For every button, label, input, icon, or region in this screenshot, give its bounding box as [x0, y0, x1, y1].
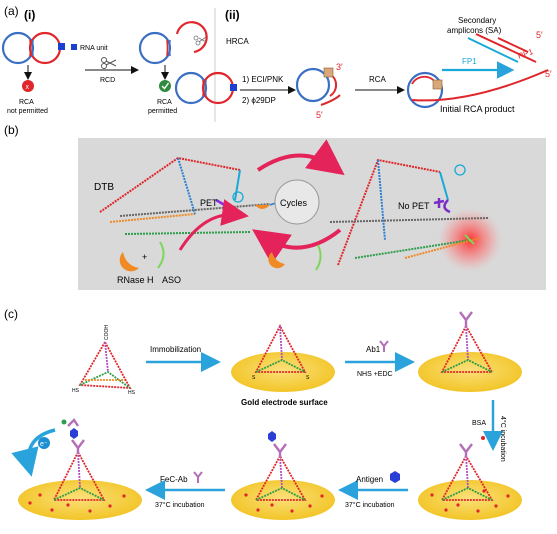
ab1-antibody-icon — [379, 340, 389, 352]
no-pet-label: No PET — [398, 201, 430, 211]
incubation-label-2: 37°C incubation — [155, 501, 205, 509]
rna-unit-marker — [58, 43, 65, 50]
polymerase-icon — [323, 67, 334, 78]
rca-label: RCA — [369, 75, 387, 84]
rna-unit-legend-icon — [71, 44, 77, 50]
ab1-antibody — [459, 311, 473, 328]
pet-label: PET — [200, 198, 218, 208]
panel-c: (c) COOH HS HS Immobilization S S Gold e… — [4, 307, 522, 520]
tetrahedron-with-ab1 — [440, 311, 494, 373]
hrca-template — [174, 71, 237, 105]
plus-label: + — [142, 252, 147, 262]
antigen-icon — [390, 471, 400, 483]
rnase-bound — [255, 205, 270, 209]
s-label-1b: S — [306, 375, 310, 381]
tetrahedron-sandwich — [28, 418, 126, 513]
sa-strand-blue — [467, 37, 519, 63]
aso-strand — [157, 241, 165, 269]
rnase-label: RNase H — [117, 275, 154, 285]
rca-ok-line2: permitted — [148, 108, 177, 115]
bsa-label: BSA — [472, 420, 486, 427]
panel-b: (b) DTB PET + RNase H ASO C — [4, 123, 546, 290]
five-prime-label: 5′ — [316, 110, 323, 120]
cycles-circle — [274, 179, 320, 225]
panel-a-ii-label: (ii) — [225, 8, 240, 22]
initial-product-label: Initial RCA product — [440, 104, 515, 114]
cooh-label: COOH — [104, 325, 110, 340]
fp1-label: FP1 — [462, 57, 477, 66]
three-prime-label: 3′ — [336, 62, 343, 72]
ferrocene-plus-icon — [433, 198, 445, 208]
step2-label: 2) ϕ29DP — [242, 96, 276, 105]
cycle-arrow-bottom — [252, 228, 342, 265]
electron-icon — [38, 437, 50, 449]
initial-product-strand — [411, 69, 549, 102]
s-label-1a: S — [252, 375, 256, 381]
rnase-h-icon — [119, 252, 139, 272]
hs-label-left: HS — [72, 388, 80, 394]
rca-blocked-line2: not permitted — [7, 108, 48, 115]
e-minus-label: e⁻ — [40, 441, 48, 448]
permitted-icon — [159, 80, 171, 92]
secondary-label-2: amplicons (SA) — [447, 26, 502, 35]
sa-five-prime: 5′ — [536, 30, 543, 40]
incubation-label-1: 37°C incubation — [345, 501, 395, 509]
panel-c-label: (c) — [4, 307, 18, 321]
hrca-label: HRCA — [226, 37, 249, 46]
tetrahedron-free — [78, 340, 132, 389]
cycles-label: Cycles — [280, 198, 308, 208]
sa-strand-red — [475, 33, 537, 63]
ferrocene-label — [61, 419, 67, 425]
blocked-icon — [22, 80, 34, 92]
rp1-primer — [497, 37, 529, 53]
tetrahedron-blocked — [430, 443, 510, 513]
secondary-label-1: Secondary — [458, 16, 496, 25]
fec-antibody — [67, 418, 79, 427]
antigen-label: Antigen — [356, 475, 383, 484]
circular-template-cleaved — [138, 21, 208, 65]
tetrahedron-antigen — [244, 431, 324, 513]
ab1-label: Ab1 — [366, 345, 381, 354]
fp-five-prime: 5′ — [545, 69, 552, 79]
bsa-dot — [481, 436, 485, 440]
circular-template-left — [1, 31, 65, 65]
nhs-edc-label: NHS +EDC — [357, 371, 393, 378]
probe-end — [464, 234, 475, 245]
hs-label-right: HS — [128, 390, 136, 396]
gold-electrode-4 — [231, 480, 335, 520]
fec-ab-icon — [193, 471, 203, 483]
panel-a-label: (a) — [4, 4, 19, 18]
scissors-icon — [101, 57, 117, 69]
rna-unit-label: RNA unit — [80, 45, 108, 52]
tetrahedron-immobilized — [254, 324, 307, 373]
dtb-label: DTB — [94, 182, 114, 193]
electron-transfer-arrow — [11, 428, 56, 477]
rcd-label: RCD — [100, 77, 115, 84]
dna-tetrahedron-right — [329, 158, 489, 266]
gold-surface-label: Gold electrode surface — [241, 398, 328, 407]
aso-label: ASO — [162, 275, 181, 285]
released-products — [268, 244, 322, 271]
primed-template — [295, 67, 341, 106]
rca-blocked-line1: RCA — [19, 99, 34, 106]
panel-b-label: (b) — [4, 123, 19, 137]
step1-label: 1) ECI/PNK — [242, 75, 284, 84]
scissors-icon-small — [193, 35, 207, 46]
four-c-label: 4°C incubation — [499, 416, 507, 462]
panel-a: (a) (i) RNA unit x RCA not permitted RCD — [1, 4, 552, 122]
cycle-arrow-top — [256, 139, 345, 176]
panel-a-i-label: (i) — [24, 8, 35, 22]
svg-text:x: x — [26, 84, 30, 91]
rca-product — [406, 33, 549, 109]
arrow-aso-binding — [178, 199, 249, 251]
rca-ok-line1: RCA — [157, 99, 172, 106]
immobilization-label: Immobilization — [150, 345, 201, 354]
fec-ab-label: FeC-Ab — [160, 475, 188, 484]
